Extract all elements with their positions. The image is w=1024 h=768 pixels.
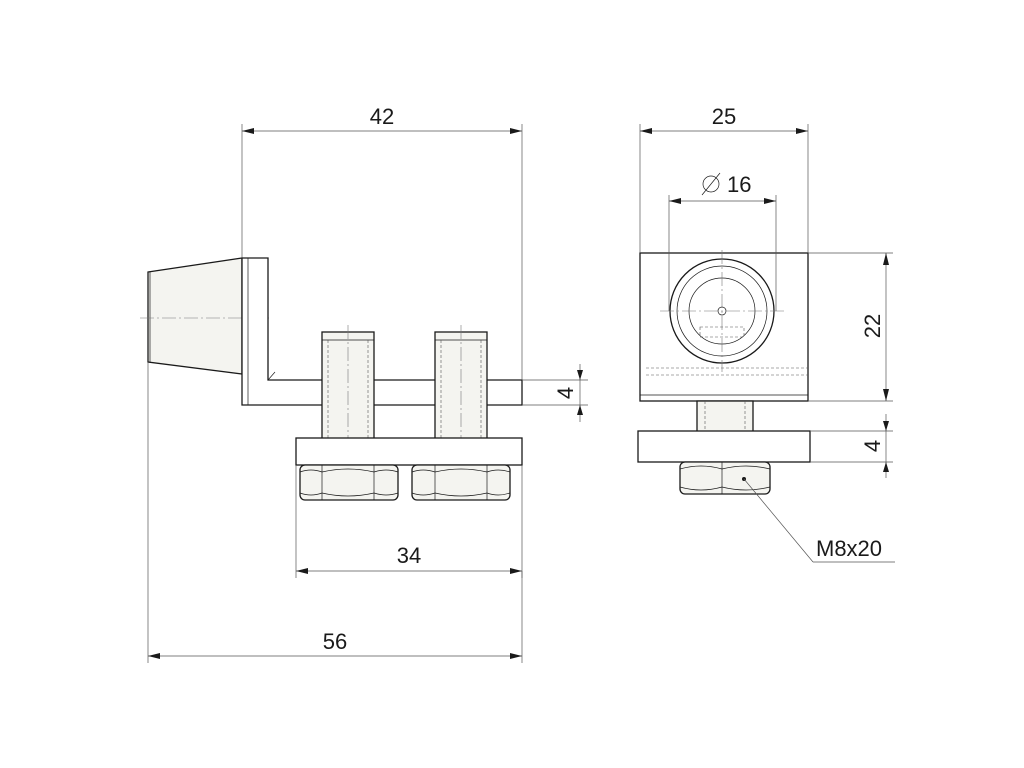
- bumper-cone: [147, 257, 243, 375]
- callout-label-m8x20: M8x20: [816, 536, 882, 561]
- dimension-bolt-spacing: 34: [295, 465, 523, 578]
- dimension-overall-length: 56: [147, 362, 523, 663]
- clamp-plate: [295, 437, 523, 466]
- bolt-callout: M8x20: [742, 477, 895, 563]
- dimension-label-56: 56: [323, 629, 347, 654]
- dimension-label-16: 16: [727, 172, 751, 197]
- side-view: 25 16 22 4: [637, 104, 895, 563]
- hex-nut-right: [411, 464, 511, 501]
- dimension-width-side: 25: [639, 104, 809, 253]
- dimension-label-34: 34: [397, 543, 421, 568]
- hex-nut-left: [299, 464, 399, 501]
- dimension-height-side: 22: [808, 252, 893, 402]
- front-view: 42 4 34 56: [140, 104, 588, 663]
- dimension-width-top: 42: [241, 104, 523, 380]
- dimension-label-4-front: 4: [553, 387, 578, 399]
- side-hex-nut: [679, 461, 771, 495]
- dimension-label-22: 22: [860, 314, 885, 338]
- dimension-label-4-side: 4: [860, 440, 885, 452]
- dimension-label-42: 42: [370, 104, 394, 129]
- dimension-label-25: 25: [712, 104, 736, 129]
- dimension-washer-thickness: 4: [810, 414, 893, 478]
- diameter-symbol-icon: [702, 175, 720, 193]
- side-washer: [637, 430, 811, 463]
- dimension-plate-thickness: 4: [522, 364, 588, 422]
- dimension-diameter: 16: [668, 172, 777, 311]
